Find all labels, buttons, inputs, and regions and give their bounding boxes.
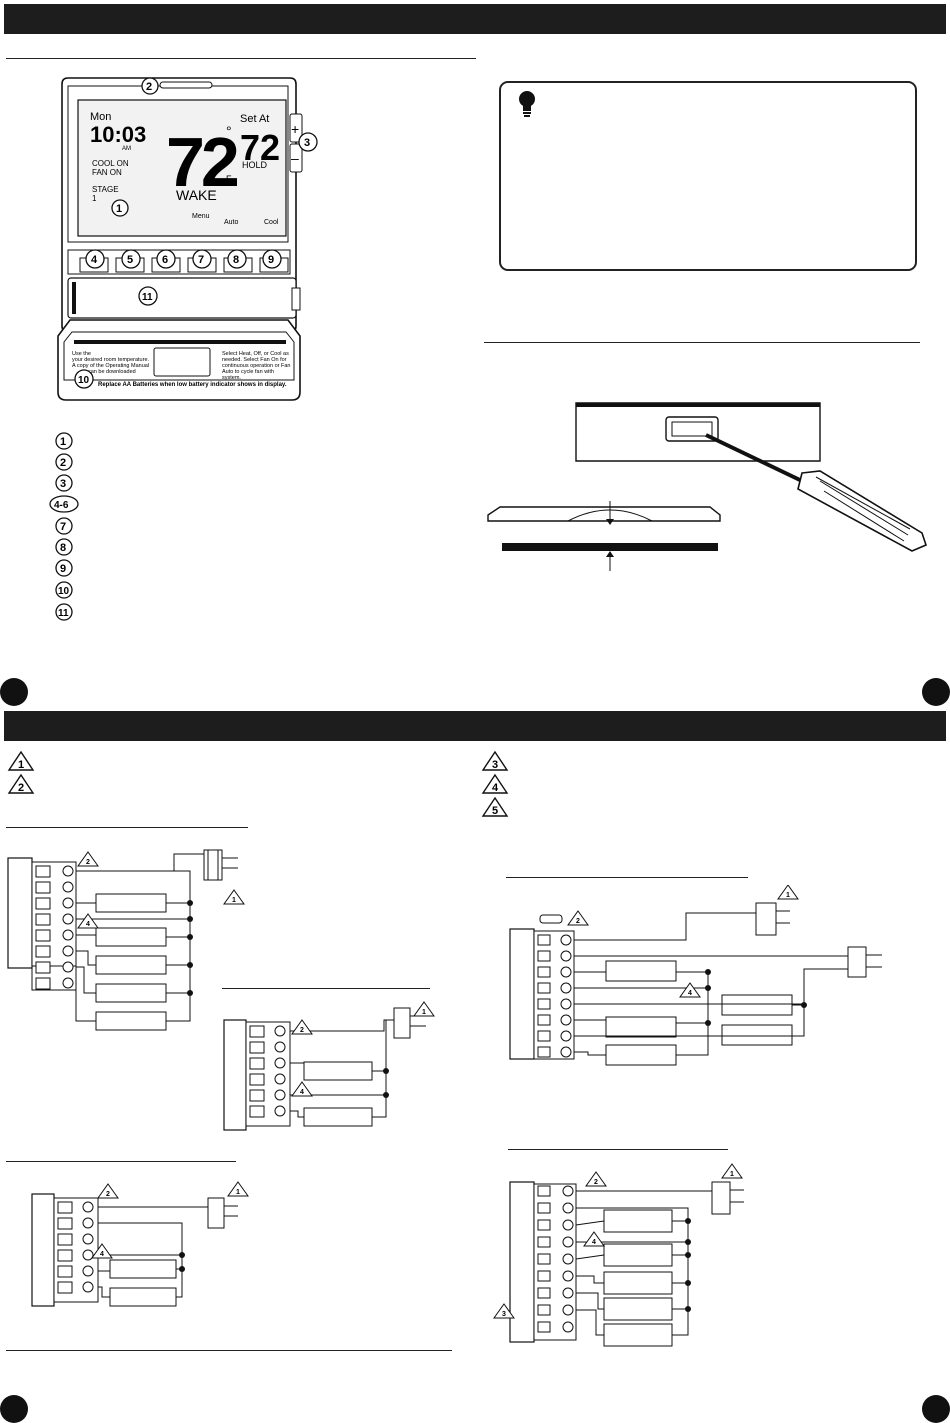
section-rule [484, 342, 920, 343]
lcd-unit: F [226, 174, 232, 184]
warning-list-right: 3 4 5 [481, 750, 509, 817]
base-removal-illustration [487, 402, 927, 571]
base-label-left: your desired room temperature. [72, 357, 150, 363]
wiring-diagram-heat-pump: 2 4 1 [509, 885, 882, 1066]
svg-text:2: 2 [146, 81, 152, 93]
warning-list-left: 1 2 [7, 750, 35, 794]
wiring-diagram-8-terminal: 2 4 1 [7, 849, 245, 1031]
legend-item: 4-6 [54, 500, 69, 511]
lcd-menu: Menu [192, 213, 210, 220]
svg-text:8: 8 [233, 254, 239, 266]
legend-item: 2 [60, 457, 66, 469]
legend-item: 10 [58, 586, 70, 597]
svg-text:6: 6 [162, 254, 168, 266]
warning-icon: 4 [492, 782, 499, 794]
section-header-bar-wiring [4, 711, 946, 741]
svg-text:4: 4 [300, 1089, 304, 1096]
lcd-degree: ° [226, 123, 232, 139]
page-corner-dot [922, 678, 950, 706]
base-label-left: Use the [72, 351, 91, 357]
lcd-time: 10:03 [90, 122, 146, 147]
svg-text:1: 1 [730, 1171, 734, 1178]
lcd-cool-on: COOL ON [92, 159, 129, 168]
lightbulb-icon [519, 91, 535, 117]
lcd-fan-on: FAN ON [92, 168, 122, 177]
svg-text:4: 4 [86, 921, 90, 928]
lcd-set-at: Set At [240, 113, 269, 125]
legend-item: 9 [60, 563, 66, 575]
svg-text:5: 5 [127, 254, 133, 266]
base-label-right: Auto to cycle fan with [222, 369, 274, 375]
legend-item: 7 [60, 521, 66, 533]
lcd-fan-mode: Auto [224, 219, 239, 226]
lcd-ampm: AM [122, 146, 131, 152]
thermostat-illustration: + – Mon 10:03 AM 72 ° F Set At 72 HOLD C… [57, 77, 318, 401]
svg-text:4: 4 [688, 990, 692, 997]
svg-text:2: 2 [576, 918, 580, 925]
lcd-hold: HOLD [242, 160, 268, 170]
page-corner-dot [0, 1395, 28, 1423]
base-label-left: A copy of the Operating Manual [72, 363, 149, 369]
callout-markers: 2 3 1 4 5 6 7 8 9 11 10 [74, 77, 318, 389]
lcd-stage: STAGE [92, 185, 119, 194]
svg-text:11: 11 [142, 292, 153, 303]
lcd-temperature: 72 [166, 123, 238, 201]
svg-text:3: 3 [304, 137, 310, 149]
warning-icon: 1 [18, 759, 24, 771]
svg-text:4: 4 [100, 1251, 104, 1258]
lcd-sys-mode: Cool [264, 219, 279, 226]
tip-box [499, 81, 917, 271]
wiring-diagram-heat-only: 2 4 1 [31, 1181, 249, 1307]
base-label-right: system. [222, 375, 241, 381]
page-corner-dot [0, 678, 28, 706]
section-header-bar-top [4, 4, 946, 34]
diagram-rule [508, 1149, 728, 1150]
lcd-set-temp: 72 [240, 127, 280, 168]
svg-text:7: 7 [198, 254, 204, 266]
svg-text:1: 1 [236, 1189, 240, 1196]
legend-item: 8 [60, 542, 66, 554]
lcd-program: WAKE [176, 187, 217, 203]
warning-icon: 3 [492, 759, 498, 771]
svg-text:2: 2 [300, 1027, 304, 1034]
svg-text:1: 1 [232, 897, 236, 904]
svg-text:4: 4 [91, 254, 98, 266]
svg-text:1: 1 [116, 203, 122, 215]
base-label-right: continuous operation or Fan [222, 363, 291, 369]
base-label-right: needed. Select Fan On for [222, 357, 287, 363]
warning-icon: 2 [18, 782, 24, 794]
svg-text:3: 3 [502, 1311, 506, 1318]
minus-key-icon: – [291, 150, 299, 166]
wiring-diagram-6-terminal: 2 4 1 [223, 1001, 435, 1131]
legend-item: 1 [60, 436, 66, 448]
svg-text:4: 4 [592, 1239, 596, 1246]
component-legend: 1 2 3 4-6 7 8 9 10 11 [49, 432, 79, 621]
plus-key-icon: + [291, 121, 299, 137]
svg-text:2: 2 [106, 1191, 110, 1198]
svg-text:9: 9 [268, 254, 274, 266]
legend-item: 11 [58, 608, 69, 619]
page-corner-dot [922, 1395, 950, 1423]
wiring-diagram-two-stage: 2 4 1 3 [493, 1163, 744, 1347]
diagram-rule [6, 1350, 452, 1351]
svg-text:1: 1 [422, 1009, 426, 1016]
diagram-rule [6, 1161, 236, 1162]
base-label-left: can be downloaded [88, 369, 136, 375]
legend-item: 3 [60, 478, 66, 490]
svg-text:10: 10 [78, 375, 90, 386]
lcd-stage-num: 1 [92, 194, 97, 203]
svg-text:2: 2 [86, 859, 90, 866]
diagram-rule [6, 827, 248, 828]
diagram-rule [506, 877, 748, 878]
lcd-day: Mon [90, 111, 111, 123]
svg-text:1: 1 [786, 892, 790, 899]
svg-text:2: 2 [594, 1179, 598, 1186]
base-label-right: Select Heat, Off, or Cool as [222, 351, 289, 357]
section-rule [6, 58, 476, 59]
diagram-rule [222, 988, 430, 989]
battery-note: Replace AA Batteries when low battery in… [98, 382, 287, 388]
warning-icon: 5 [492, 805, 498, 817]
